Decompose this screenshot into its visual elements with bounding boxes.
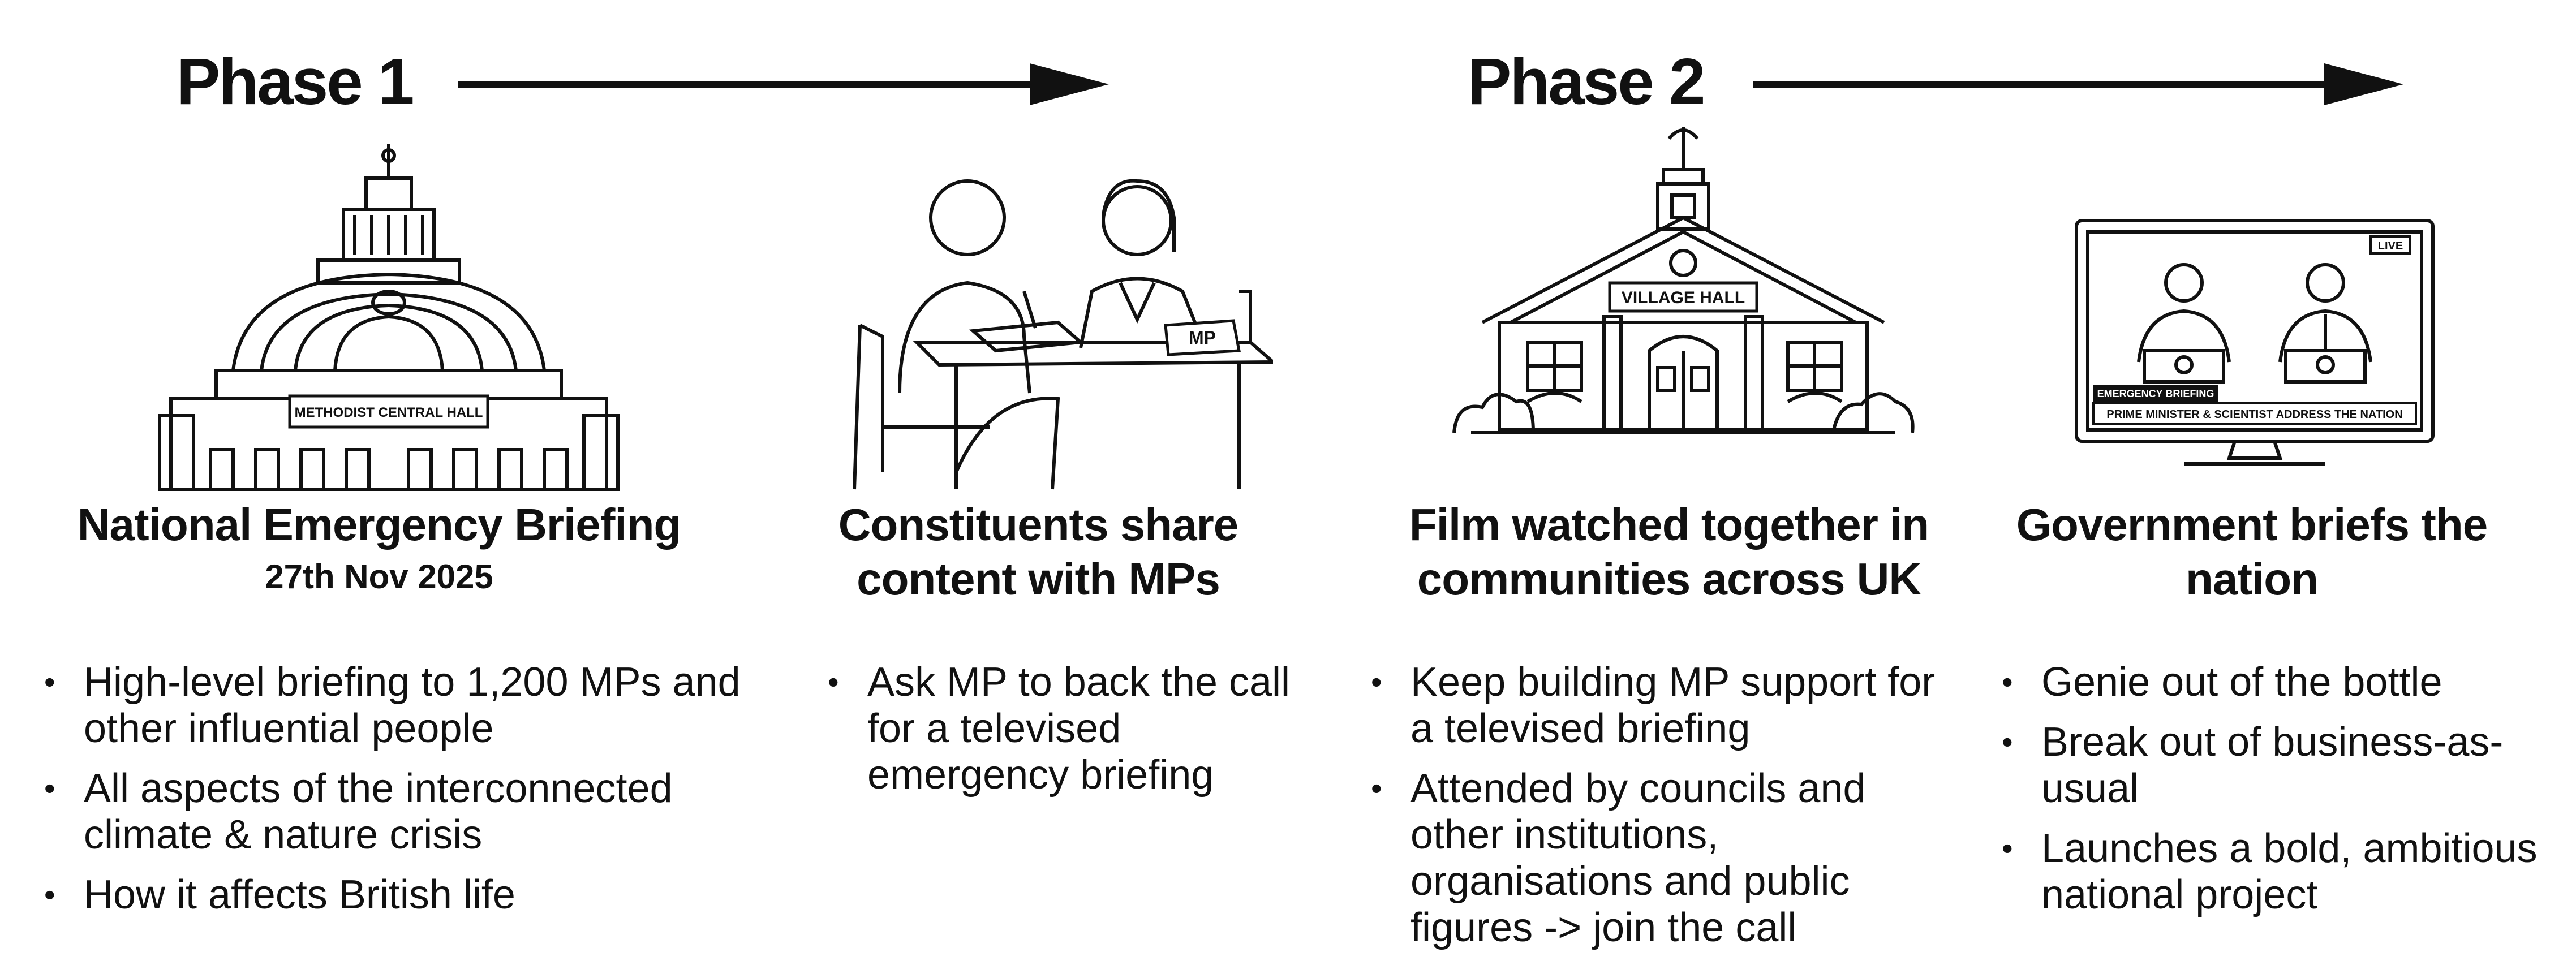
methodist-central-hall-illustration: METHODIST CENTRAL HALL [158,144,620,491]
constituent-mp-meeting-illustration: MP [853,179,1273,490]
village-hall-sign-text: VILLAGE HALL [1622,288,1745,307]
village-hall-illustration: VILLAGE HALL [1452,127,1915,434]
step-1-date: 27th Nov 2025 [265,558,493,596]
mp-nameplate-text: MP [1189,328,1216,348]
phase-2-arrow [1753,63,2403,105]
list-item: High-level briefing to 1,200 MPs and oth… [40,659,775,752]
list-item: Attended by councils and other instituti… [1366,765,1955,951]
list-item: Genie out of the bottle [1997,659,2569,705]
step-2-bullets: Ask MP to back the call for a televised … [823,659,1321,812]
list-item: Keep building MP support for a televised… [1366,659,1955,752]
step-4-title: Government briefs the nation [2016,499,2488,604]
tv-caption-text: PRIME MINISTER & SCIENTIST ADDRESS THE N… [2106,408,2402,421]
list-item: How it affects British life [40,872,775,918]
list-item: All aspects of the interconnected climat… [40,765,775,858]
step-3-title: Film watched together in communities acr… [1409,499,1929,604]
phase-2-label: Phase 2 [1468,45,1706,118]
phase-1-arrow [458,63,1109,105]
step-1-bullets: High-level briefing to 1,200 MPs and oth… [40,659,775,932]
list-item: Launches a bold, ambitious national proj… [1997,825,2569,918]
step-4-bullets: Genie out of the bottle Break out of bus… [1997,659,2569,932]
step-3-bullets: Keep building MP support for a televised… [1366,659,1955,964]
step-2-title: Constituents share content with MPs [838,499,1239,604]
tv-banner-text: EMERGENCY BRIEFING [2097,388,2214,399]
list-item: Break out of business-as-usual [1997,719,2569,812]
tv-live-badge: LIVE [2378,240,2403,252]
list-item: Ask MP to back the call for a televised … [823,659,1321,798]
tv-broadcast-illustration: LIVE EMERGENCY BRIEFING PRIME MINISTER &… [2075,219,2435,466]
phase-1-label: Phase 1 [177,45,415,118]
step-1-title: National Emergency Briefing [77,499,682,550]
hall-sign-text: METHODIST CENTRAL HALL [295,405,483,420]
